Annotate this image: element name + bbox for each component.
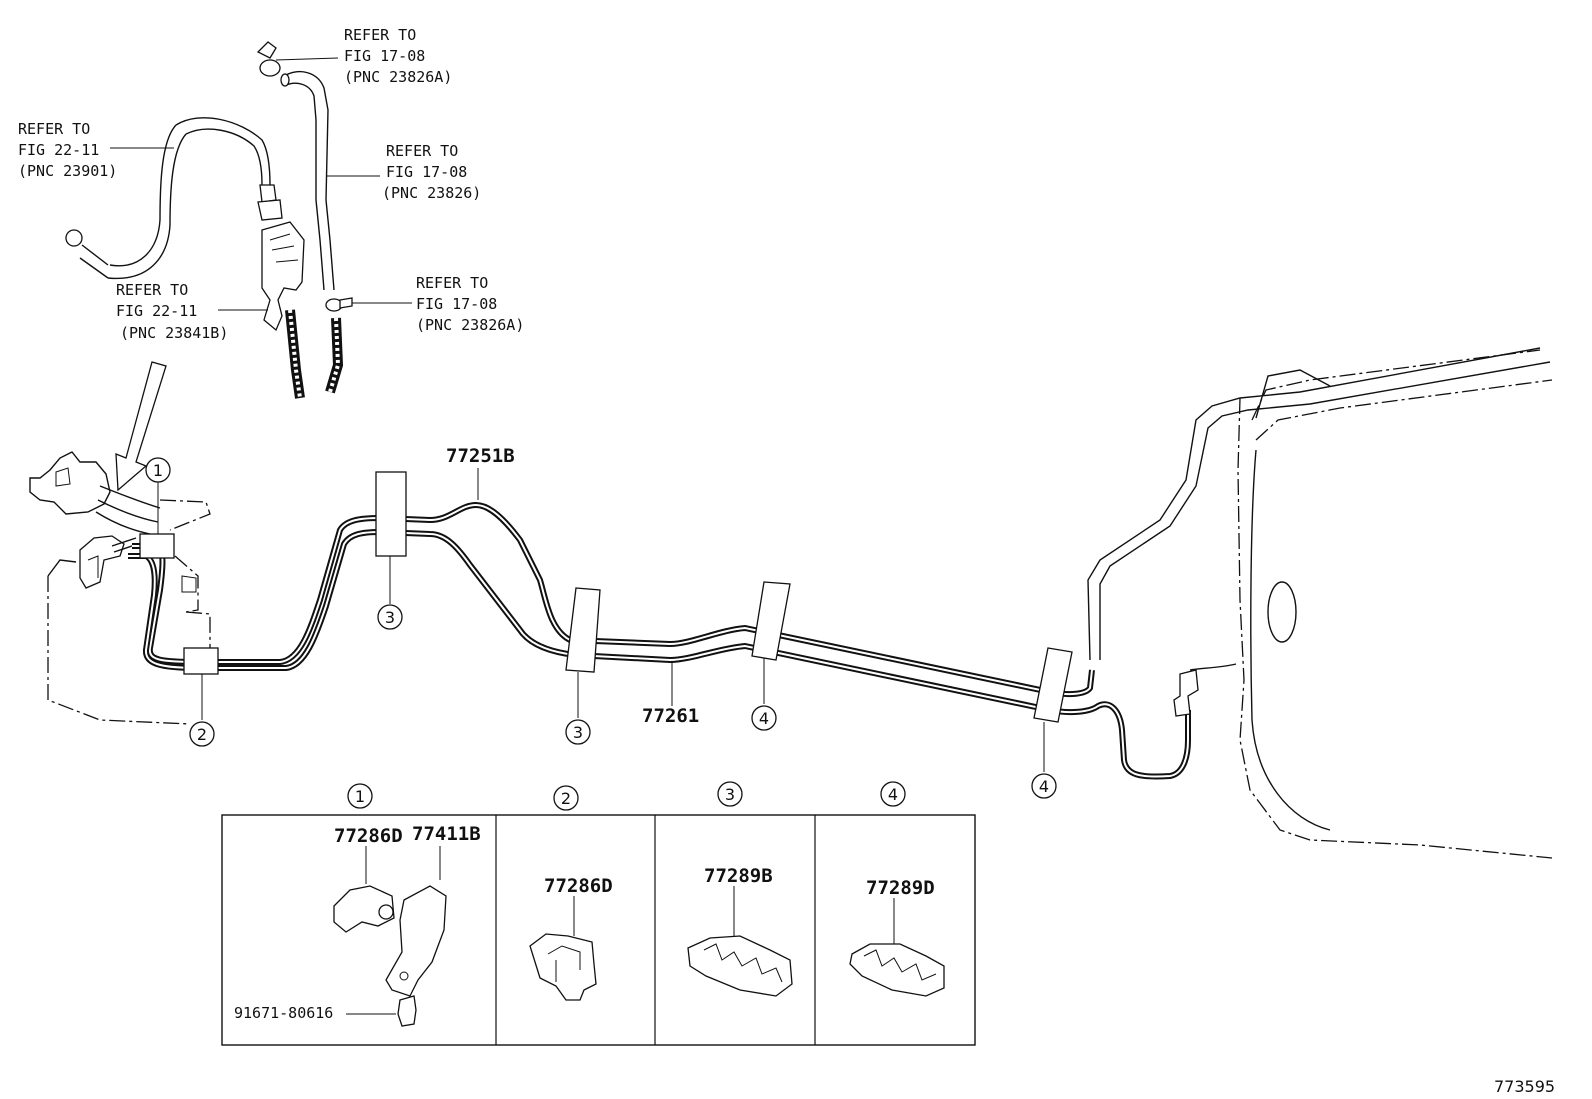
callout-3-main-a: 3 [377,604,403,630]
bracket-77411b-illustration [385,885,447,997]
panel-2-part-77286d: 77286D [544,875,613,897]
panel-4-heading: 4 [880,781,906,807]
refer-leaders [110,57,412,311]
filler-hose-assembly [65,41,353,399]
refer-note-4-line3: (PNC 23826A) [416,316,524,334]
refer-to-note-2: REFER TO FIG 22-11 (PNC 23901) [18,120,117,180]
bolt-illustration [397,995,417,1027]
refer-note-5-line2: FIG 22-11 [116,302,197,320]
refer-note-1-line1: REFER TO [344,26,416,44]
svg-text:3: 3 [725,785,735,804]
refer-note-3-line1: REFER TO [386,142,458,160]
callout-1-top: 1 [145,457,171,483]
clip-77286d-illustration [333,885,395,933]
refer-note-2-line2: FIG 22-11 [18,141,99,159]
callout-4-main-a: 4 [751,705,777,731]
refer-note-3-line3: (PNC 23826) [382,184,481,202]
clip-77286d-small-illustration [529,933,597,1001]
panel-1-part-77286d: 77286D [334,825,403,847]
clamp-3-box-b [565,587,601,673]
svg-text:2: 2 [561,789,571,808]
tube-77261 [128,528,1191,780]
direction-arrow [115,361,167,492]
clamp-2-box [183,647,219,675]
panel-1-bolt-number: 91671-80616 [234,1004,333,1022]
part-number-77251b: 77251B [446,445,515,467]
refer-to-note-1: REFER TO FIG 17-08 (PNC 23826A) [344,26,452,86]
svg-text:2: 2 [197,725,207,744]
upper-hose-clamp [256,41,277,59]
clamp-4-box-a [751,581,791,661]
svg-text:4: 4 [759,709,769,728]
callout-4-main-b: 4 [1031,773,1057,799]
refer-to-note-4: REFER TO FIG 17-08 (PNC 23826A) [416,274,524,334]
breather-hose-end [65,229,83,247]
part-number-77261: 77261 [642,705,699,727]
clamp-1-box [139,533,175,559]
engine-area [29,451,211,725]
vehicle-body-outline [1087,347,1553,859]
refer-note-1-line3: (PNC 23826A) [344,68,452,86]
clamp-77289b-illustration [687,935,793,997]
refer-note-2-line1: REFER TO [18,120,90,138]
detail-panel-frame [221,814,976,1046]
filler-bracket [261,221,305,332]
refer-note-3-line2: FIG 17-08 [386,163,467,181]
refer-note-5-line1: REFER TO [116,281,188,299]
clamp-3-box-a [375,471,407,557]
svg-text:3: 3 [385,608,395,627]
tank-connector [1173,669,1199,717]
panel-4-part-77289d: 77289D [866,877,935,899]
refer-to-note-5: REFER TO FIG 22-11 (PNC 23841B) [116,281,228,342]
callout-2-main: 2 [189,721,215,747]
panel-2-heading: 2 [553,785,579,811]
callout-leaders [157,468,1045,772]
svg-text:1: 1 [153,461,163,480]
panel-3-part-77289b: 77289B [704,865,773,887]
detail-panels: 1 2 3 4 77286D 77411B 91671-80616 77286D [221,781,976,1046]
panel-1-part-77411b: 77411B [412,823,481,845]
callout-3-main-b: 3 [565,719,591,745]
refer-note-1-line2: FIG 17-08 [344,47,425,65]
clamp-4-box-b [1033,647,1073,723]
refer-note-2-line3: (PNC 23901) [18,162,117,180]
refer-note-5-line3: (PNC 23841B) [120,324,228,342]
figure-id: 773595 [1494,1077,1555,1096]
panel-3-heading: 3 [717,781,743,807]
svg-text:1: 1 [355,787,365,806]
svg-text:4: 4 [888,785,898,804]
tube-clamps [139,471,1073,723]
svg-text:4: 4 [1039,777,1049,796]
refer-note-4-line1: REFER TO [416,274,488,292]
fuel-tube-routing [128,501,1191,780]
engine-side-clamp [79,535,125,589]
clamp-77289d-illustration [849,943,945,997]
panel-1-heading: 1 [347,783,373,809]
refer-note-4-line2: FIG 17-08 [416,295,497,313]
svg-text:3: 3 [573,723,583,742]
refer-to-note-3: REFER TO FIG 17-08 (PNC 23826) [382,142,481,202]
